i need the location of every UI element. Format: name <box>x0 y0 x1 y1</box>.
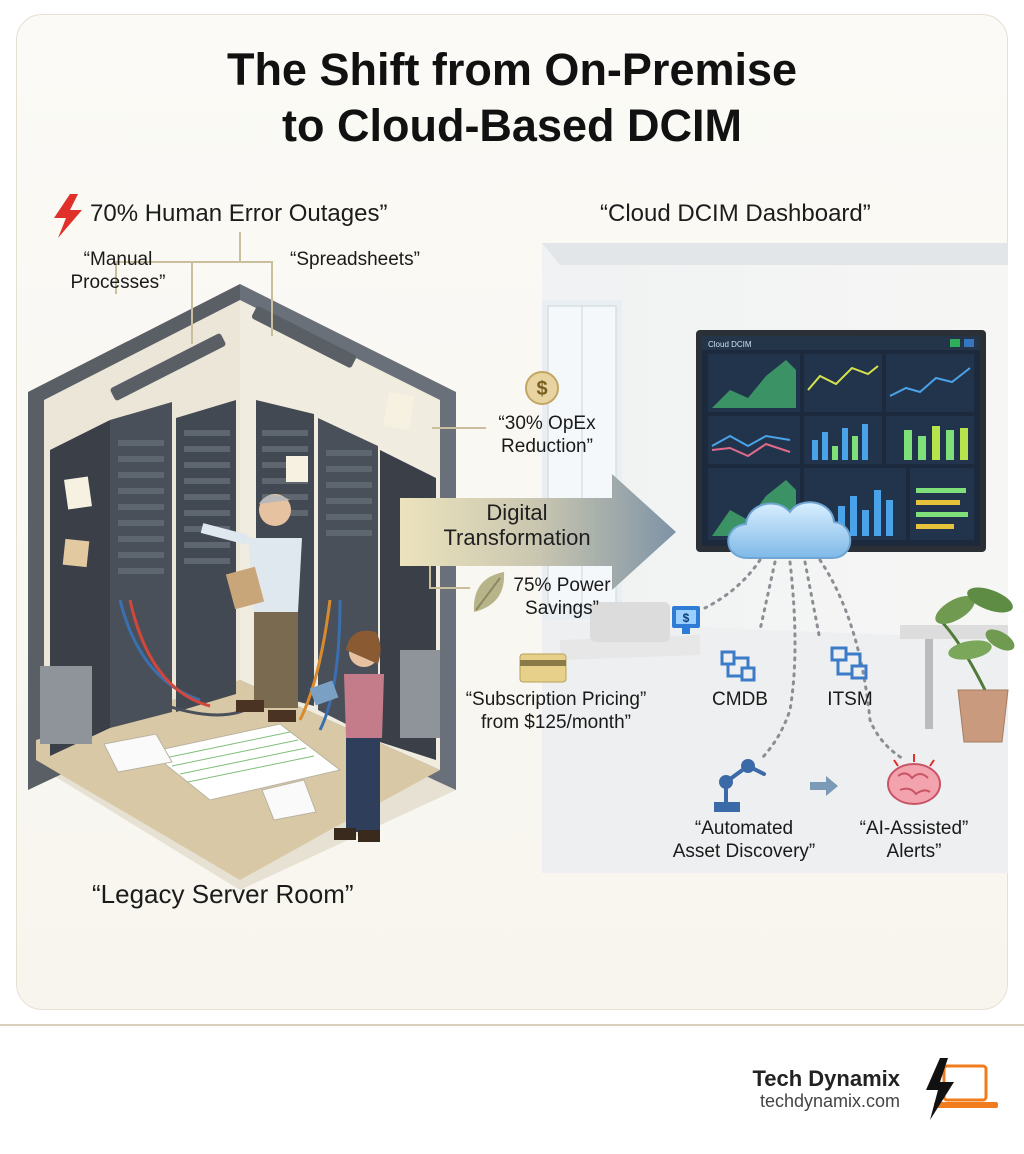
lightning-icon <box>54 194 82 238</box>
label-connectors <box>115 232 486 589</box>
footer-divider <box>0 1024 1024 1026</box>
digital-transformation-arrow <box>400 474 676 590</box>
brand-url[interactable]: techdynamix.com <box>759 1091 900 1111</box>
dashboard-screen <box>696 330 986 552</box>
page-title-line1: The Shift from On-Premise <box>226 44 798 95</box>
itsm-label: ITSM <box>827 689 873 710</box>
ai-alerts-label: “AI-Assisted”Alerts” <box>859 818 969 862</box>
svg-text:$: $ <box>536 378 547 400</box>
cloud-connectors <box>703 558 907 762</box>
svg-text:$: $ <box>683 611 690 625</box>
monitor-icon: $ <box>672 606 700 634</box>
robot-arm-icon <box>714 759 766 812</box>
legacy-caption: “Legacy Server Room” <box>92 879 354 909</box>
technician-with-clipboard <box>200 494 302 722</box>
brain-icon <box>887 754 941 805</box>
cmdb-icon <box>720 650 756 682</box>
credit-card-icon <box>519 653 567 683</box>
laptop-bolt-logo-icon <box>926 1058 998 1120</box>
dashboard-screen-title: Cloud DCIM <box>708 340 752 349</box>
arrow-right-icon <box>810 776 838 796</box>
page-title-line2: to Cloud-Based DCIM <box>282 100 742 151</box>
legacy-server-room <box>28 284 456 890</box>
cloud-icon <box>727 501 852 559</box>
technician-with-tablet <box>309 630 384 842</box>
leaf-icon <box>473 572 505 612</box>
subscription-pricing-label: “Subscription Pricing”from $125/month” <box>465 689 647 733</box>
dollar-icon: $ <box>525 371 559 405</box>
brand-name: Tech Dynamix <box>752 1066 900 1091</box>
spreadsheets-label: “Spreadsheets” <box>290 249 420 270</box>
error-outages-label: 70% Human Error Outages” <box>90 200 388 227</box>
itsm-icon <box>830 646 868 680</box>
cloud-dashboard-caption: “Cloud DCIM Dashboard” <box>600 200 871 227</box>
cmdb-label: CMDB <box>712 689 768 710</box>
potted-plant <box>935 587 1015 743</box>
